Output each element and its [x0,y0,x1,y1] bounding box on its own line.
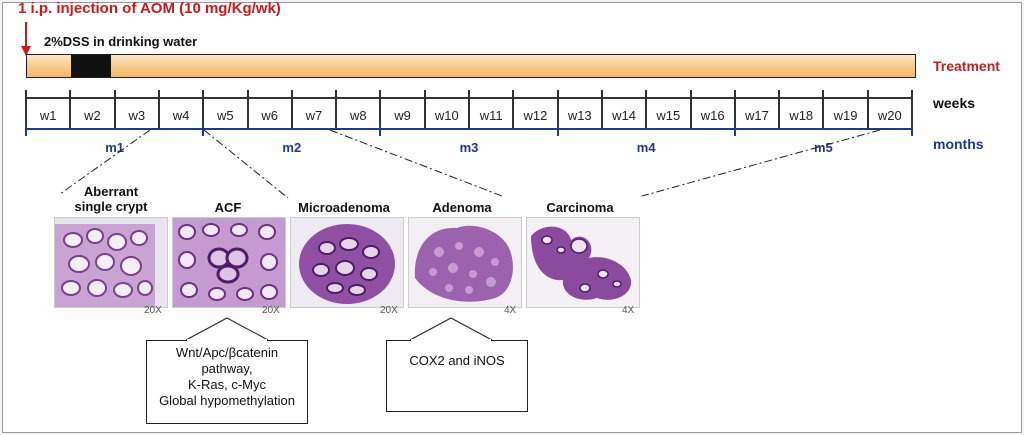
magnification-label: 20X [380,305,398,316]
month-tick [25,122,27,136]
week-tick [689,90,692,128]
week-tick [822,90,825,128]
week-label: w6 [261,108,278,123]
stage-title-aberrant-crypt: Aberrant single crypt [56,184,166,214]
week-label: w19 [833,108,858,123]
acf-molecular-callout: Wnt/Apc/βcatenin pathway, K-Ras, c-Myc G… [146,340,308,424]
month-label: m5 [813,140,833,155]
histology-image-carcinoma [526,217,640,308]
week-label: w2 [84,108,101,123]
week-tick [113,90,116,128]
stage-title-text: Aberrant single crypt [74,184,148,214]
histology-pattern [409,218,521,307]
histology-pattern [173,218,285,307]
week-label: w20 [877,108,902,123]
magnification-label: 20X [262,305,280,316]
week-label: w4 [172,108,190,123]
week-label: w15 [656,108,681,123]
week-tick [202,90,205,128]
week-label: w7 [305,108,323,123]
dss-label: 2%DSS in drinking water [44,34,198,49]
stage-title-adenoma: Adenoma [432,200,492,215]
zoom-connector-lines [59,129,881,199]
week-tick [556,90,559,128]
month-tick [202,122,205,136]
injection-arrow-head [21,46,31,56]
week-tick [157,90,160,128]
month-tick [379,122,382,136]
histology-pattern [291,218,403,307]
stage-title-microadenoma: Microadenoma [298,200,390,215]
magnification-label: 4X [622,305,635,316]
week-tick [866,90,869,128]
week-label: w13 [567,108,592,123]
acf-callout-pointer [185,317,269,341]
week-tick [468,90,470,128]
month-tick [733,122,736,136]
week-tick [25,90,27,128]
months-row-label: months [933,136,984,152]
histology-pattern [55,218,167,307]
week-label: w8 [349,108,367,123]
histology-image-adenoma [408,217,522,308]
week-tick [911,90,913,128]
week-tick [379,90,382,128]
week-label: w17 [745,108,769,123]
dss-exposure-block [71,55,111,77]
magnification-label: 4X [504,305,517,316]
week-tick [778,90,781,128]
aom-injection-label: 1 i.p. injection of AOM (10 mg/Kg/wk) [18,0,281,17]
week-tick [645,90,648,128]
week-label: w11 [479,108,503,123]
week-label: w16 [700,108,725,123]
histology-image-microadenoma [290,217,404,308]
week-label: w5 [217,108,234,123]
weeks-row-label: weeks [933,95,976,111]
histology-image-acf [172,217,286,308]
histology-pattern [527,218,639,307]
month-tick [911,122,913,136]
stage-title-acf: ACF [214,200,242,215]
week-label: w18 [789,108,814,123]
week-label: w14 [612,108,636,123]
week-tick [600,90,603,128]
treatment-row-label: Treatment [933,58,1000,74]
months-axis-line [26,128,912,130]
month-tick [556,122,559,136]
month-label: m4 [636,140,656,155]
month-label: m2 [282,140,302,155]
stage-title-carcinoma: Carcinoma [546,200,614,215]
adenoma-callout-pointer [409,317,493,341]
week-label: w9 [394,108,411,123]
week-tick [69,90,72,128]
week-tick [290,90,293,128]
month-label: m3 [459,140,479,155]
week-tick [512,90,515,128]
week-label: w1 [39,108,57,123]
week-tick [423,90,426,128]
week-label: w10 [434,108,459,123]
week-tick [335,90,338,128]
treatment-bar [26,54,916,78]
week-label: w12 [523,108,548,123]
week-tick [733,90,736,128]
magnification-label: 20X [144,305,162,316]
histology-image-aberrant-crypt [54,217,168,308]
week-label: w3 [128,108,146,123]
week-tick [246,90,249,128]
